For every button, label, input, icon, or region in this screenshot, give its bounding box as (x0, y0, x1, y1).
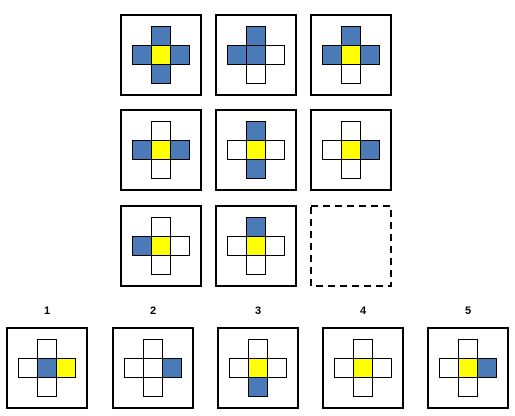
cross-cell-bottom (143, 377, 163, 397)
cross-cell-center (151, 236, 171, 256)
cross-cell-top (353, 339, 373, 359)
cross-cell-left (132, 140, 152, 160)
cross-cell-center (353, 358, 373, 378)
cross-cell-right (372, 358, 392, 378)
cross-cell-center (151, 140, 171, 160)
cross-cell-top (151, 121, 171, 141)
cross-cell-left (18, 358, 38, 378)
matrix-panel-r1c1[interactable] (120, 14, 202, 96)
cross-cell-left (227, 140, 247, 160)
cross-cell-bottom (151, 64, 171, 84)
cross-cell-bottom (341, 159, 361, 179)
cross-cell-center (246, 236, 266, 256)
cross-cell-left (322, 45, 342, 65)
cross-cell-top (341, 121, 361, 141)
cross-cell-bottom (246, 255, 266, 275)
option-panel-5[interactable] (427, 327, 509, 409)
cross-cell-top (248, 339, 268, 359)
cross-cell-right (360, 140, 380, 160)
cross-cell-bottom (353, 377, 373, 397)
cross-cell-left (132, 45, 152, 65)
cross-cell-bottom (246, 64, 266, 84)
cross-cell-bottom (246, 159, 266, 179)
cross-cell-bottom (248, 377, 268, 397)
cross-cell-right (265, 236, 285, 256)
cross-cell-center (341, 140, 361, 160)
cross-cell-right (265, 45, 285, 65)
cross-cell-center (248, 358, 268, 378)
cross-cell-left (229, 358, 249, 378)
option-panel-2[interactable] (112, 327, 194, 409)
cross-cell-bottom (37, 377, 57, 397)
cross-cell-left (124, 358, 144, 378)
matrix-panel-r2c1[interactable] (120, 109, 202, 191)
cross-cell-top (341, 26, 361, 46)
missing-panel (310, 205, 392, 287)
cross-cell-right (56, 358, 76, 378)
cross-cell-center (151, 45, 171, 65)
cross-cell-center (458, 358, 478, 378)
cross-cell-left (322, 140, 342, 160)
cross-cell-right (267, 358, 287, 378)
cross-cell-right (162, 358, 182, 378)
matrix-panel-r1c2[interactable] (215, 14, 297, 96)
cross-cell-center (143, 358, 163, 378)
cross-cell-right (477, 358, 497, 378)
matrix-panel-r3c2[interactable] (215, 205, 297, 287)
cross-cell-right (170, 45, 190, 65)
cross-cell-left (227, 45, 247, 65)
cross-cell-top (246, 217, 266, 237)
cross-cell-center (37, 358, 57, 378)
cross-cell-left (132, 236, 152, 256)
option-label-2: 2 (149, 305, 157, 317)
cross-cell-top (37, 339, 57, 359)
cross-cell-center (246, 140, 266, 160)
cross-cell-bottom (151, 159, 171, 179)
cross-cell-left (227, 236, 247, 256)
cross-cell-left (334, 358, 354, 378)
cross-cell-right (265, 140, 285, 160)
cross-cell-top (246, 26, 266, 46)
cross-cell-center (246, 45, 266, 65)
matrix-panel-r2c2[interactable] (215, 109, 297, 191)
cross-cell-bottom (151, 255, 171, 275)
cross-cell-top (151, 217, 171, 237)
cross-cell-left (439, 358, 459, 378)
option-panel-4[interactable] (322, 327, 404, 409)
option-panel-3[interactable] (217, 327, 299, 409)
cross-cell-top (246, 121, 266, 141)
cross-cell-bottom (458, 377, 478, 397)
matrix-panel-r3c1[interactable] (120, 205, 202, 287)
matrix-panel-r2c3[interactable] (310, 109, 392, 191)
cross-cell-center (341, 45, 361, 65)
cross-cell-right (170, 236, 190, 256)
matrix-panel-r1c3[interactable] (310, 14, 392, 96)
option-label-1: 1 (43, 305, 51, 317)
cross-cell-bottom (341, 64, 361, 84)
cross-cell-right (360, 45, 380, 65)
option-panel-1[interactable] (6, 327, 88, 409)
option-label-5: 5 (464, 305, 472, 317)
cross-cell-top (151, 26, 171, 46)
cross-cell-right (170, 140, 190, 160)
cross-cell-top (143, 339, 163, 359)
option-label-3: 3 (254, 305, 262, 317)
cross-cell-top (458, 339, 478, 359)
option-label-4: 4 (359, 305, 367, 317)
